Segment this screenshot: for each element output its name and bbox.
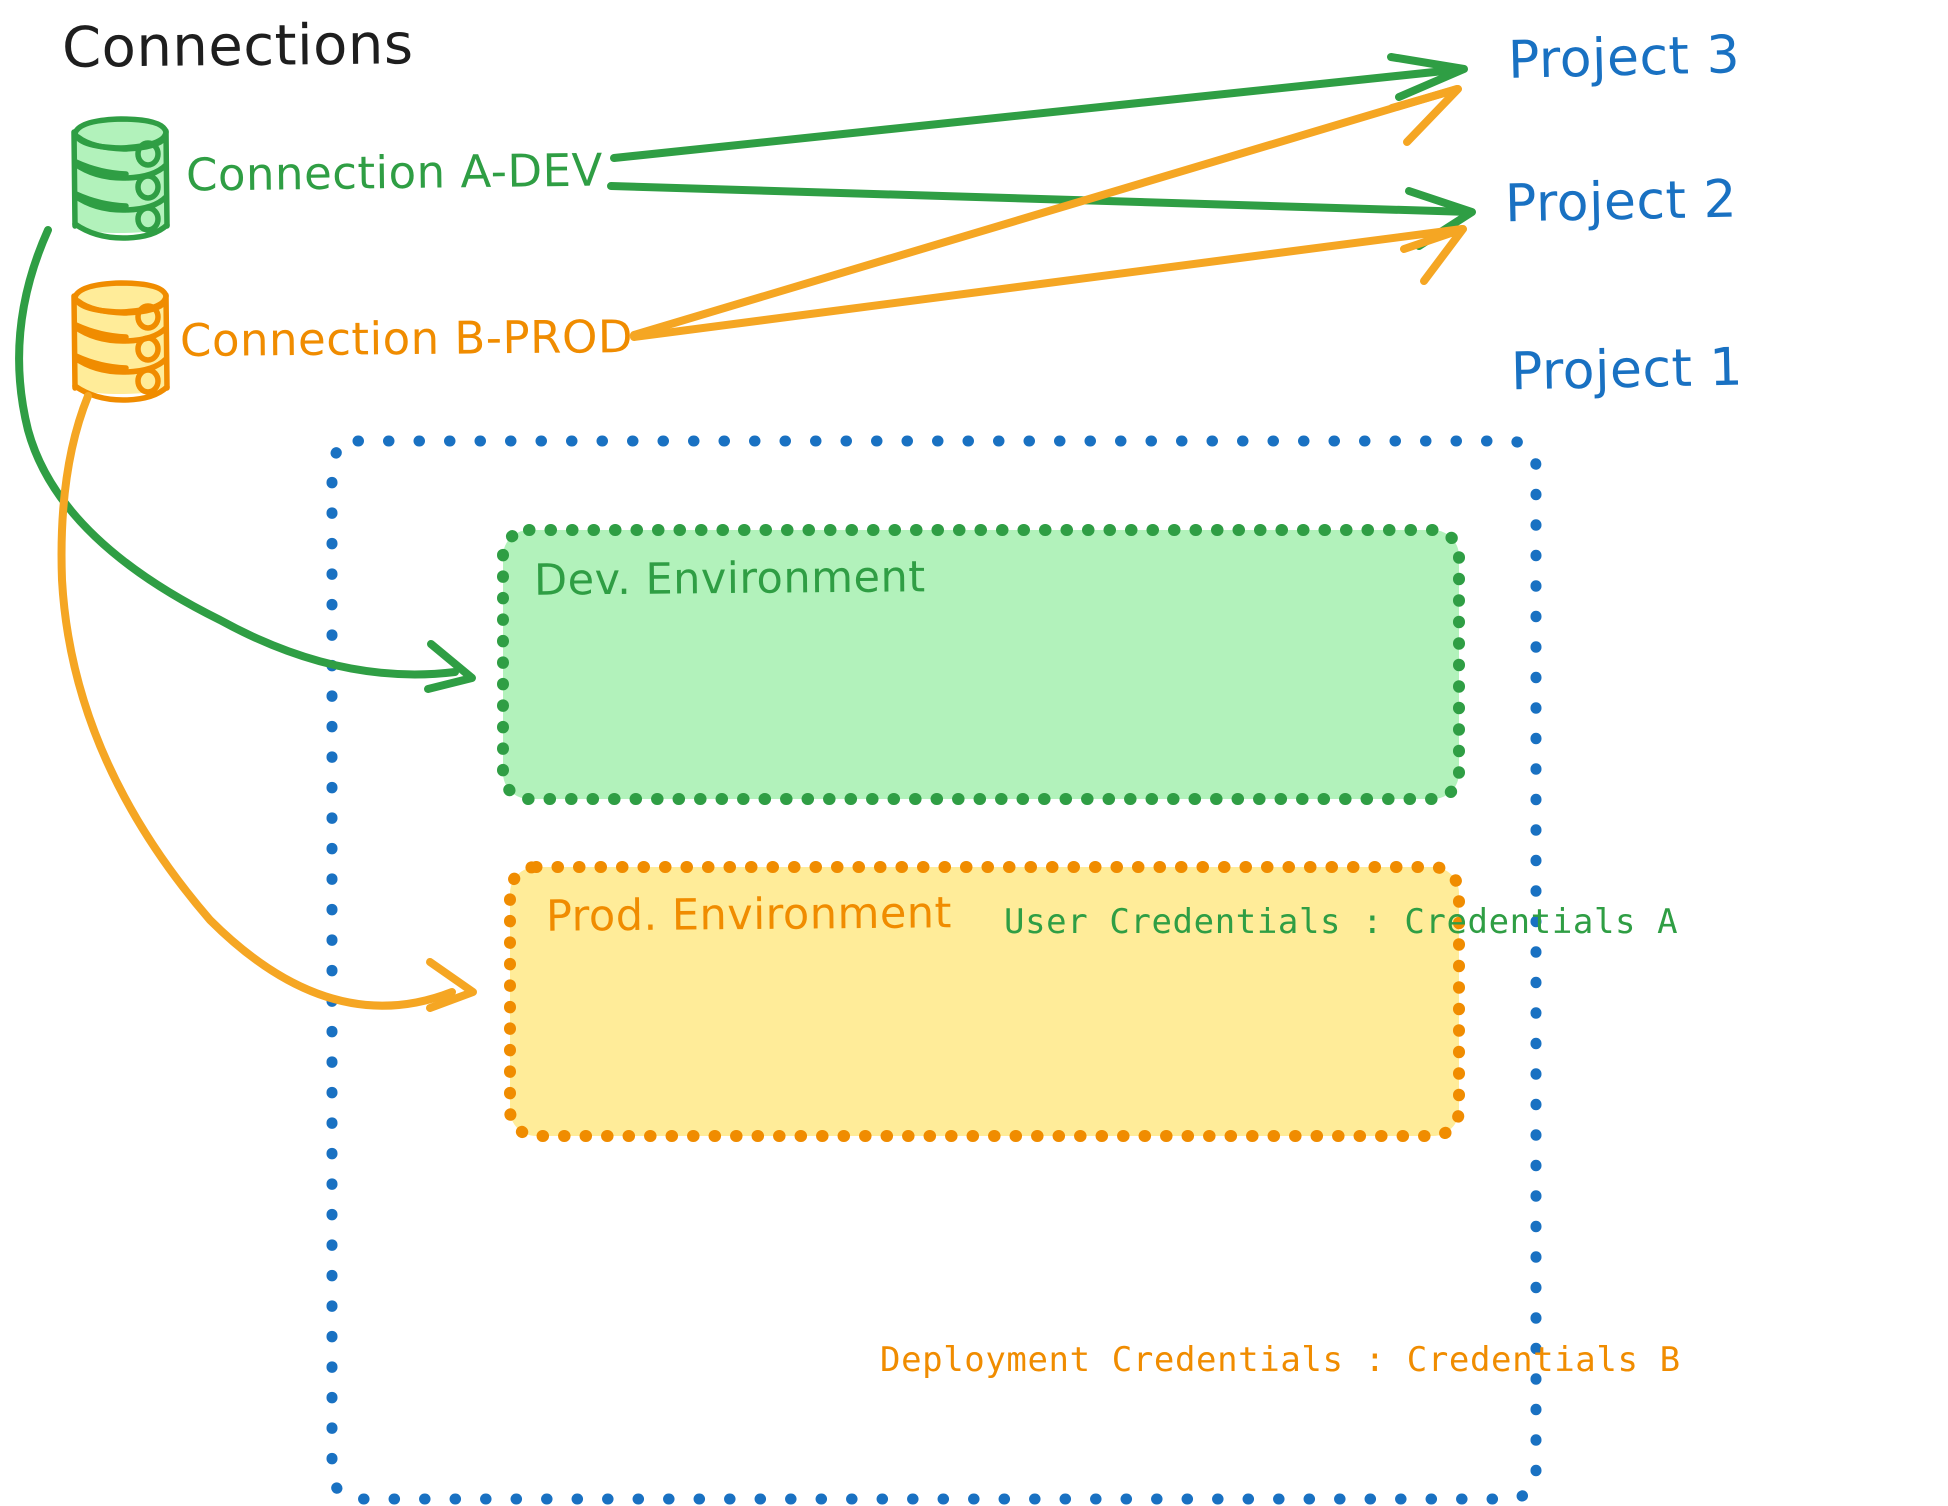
edge-b-prod-to-project-3[interactable] [630, 85, 1462, 339]
dev-environment-credentials: User Credentials : Credentials A [1004, 902, 1679, 942]
connection-b-prod-label[interactable]: Connection B-PROD [179, 310, 634, 367]
prod-environment-fill [510, 867, 1459, 1136]
edge-a-dev-to-project-3[interactable] [610, 53, 1468, 162]
database-icon-green[interactable] [71, 116, 170, 241]
edge-b-prod-to-prod-environment[interactable] [57, 392, 477, 1012]
connection-a-dev-icon-region[interactable] [66, 118, 170, 231]
project1-dotted-border [326, 435, 1542, 1505]
database-icon-orange[interactable] [71, 280, 170, 403]
edge-b-prod-to-project-2[interactable] [630, 225, 1467, 341]
prod-environment-dotted-border [504, 861, 1465, 1142]
dev-environment-fill [503, 530, 1459, 799]
dev-environment-dotted-border [497, 524, 1465, 805]
dev-environment-region[interactable] [498, 525, 1463, 803]
edge-a-dev-to-dev-environment[interactable] [15, 226, 476, 693]
connection-b-prod-icon-region[interactable] [66, 283, 170, 393]
project1-container[interactable] [326, 435, 1542, 1505]
prod-environment-credentials: Deployment Credentials : Credentials B [880, 1340, 1681, 1380]
edge-group-connection-a-dev [15, 53, 1476, 693]
dev-environment-box[interactable] [497, 524, 1465, 805]
page-title: Connections [61, 12, 414, 81]
edge-group-connection-b-prod [57, 85, 1467, 1012]
connection-a-dev-label[interactable]: Connection A-DEV [185, 143, 604, 202]
project-3-label[interactable]: Project 3 [1507, 25, 1741, 91]
prod-environment-region[interactable] [505, 862, 1463, 1140]
prod-environment-box[interactable] [504, 861, 1465, 1142]
project-1-label[interactable]: Project 1 [1510, 337, 1744, 403]
project-2-label[interactable]: Project 2 [1504, 169, 1738, 235]
